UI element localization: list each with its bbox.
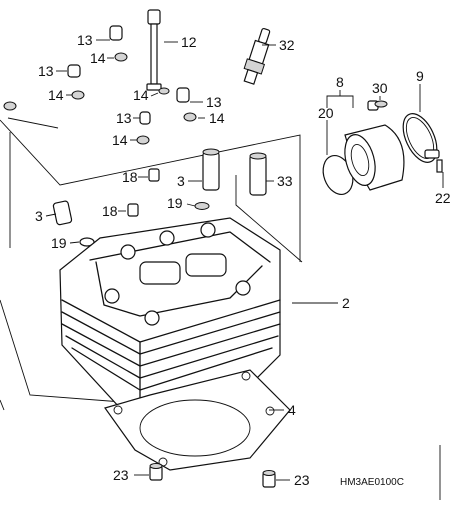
callout-14: 14 [133,87,149,103]
callout-32: 32 [279,37,295,53]
callout-14: 14 [48,87,64,103]
oil-pipes-and-o-rings [52,148,220,247]
intake-pipe-assembly [322,100,443,195]
callout-19: 19 [51,235,67,251]
spark-plug-part [243,28,271,85]
bottom-dowel-pins [149,463,276,488]
callout-13: 13 [77,32,93,48]
callout-14: 14 [90,50,106,66]
callout-8: 8 [336,74,344,90]
callout-13: 13 [116,110,132,126]
callout-3: 3 [35,208,43,224]
callout-30: 30 [372,80,388,96]
callout-13: 13 [206,94,222,110]
callout-14: 14 [112,132,128,148]
callout-3: 3 [177,173,185,189]
callout-4: 4 [288,402,296,418]
callout-12: 12 [181,34,197,50]
callout-9: 9 [416,68,424,84]
callout-18: 18 [102,203,118,219]
callout-labels: 13 12 32 14 13 14 14 13 13 14 14 8 30 9 … [35,32,451,488]
head-gasket-part [104,369,291,471]
callout-23: 23 [113,467,129,483]
callout-18: 18 [122,169,138,185]
callout-22: 22 [435,190,451,206]
callout-33: 33 [277,173,293,189]
guide-lines [0,117,441,500]
sleeve-part [249,152,267,196]
diagram-code: HM3AE0100C [340,477,404,488]
callout-19: 19 [167,195,183,211]
dowel-pins [127,168,160,217]
cylinder-head-part [59,217,281,409]
callout-20: 20 [318,105,334,121]
callout-14: 14 [209,110,225,126]
callout-13: 13 [38,63,54,79]
long-bolt-part [146,9,162,91]
callout-23: 23 [294,472,310,488]
callout-2: 2 [342,295,350,311]
leader-lines [45,39,444,481]
cap-nuts-and-washers [3,25,197,145]
